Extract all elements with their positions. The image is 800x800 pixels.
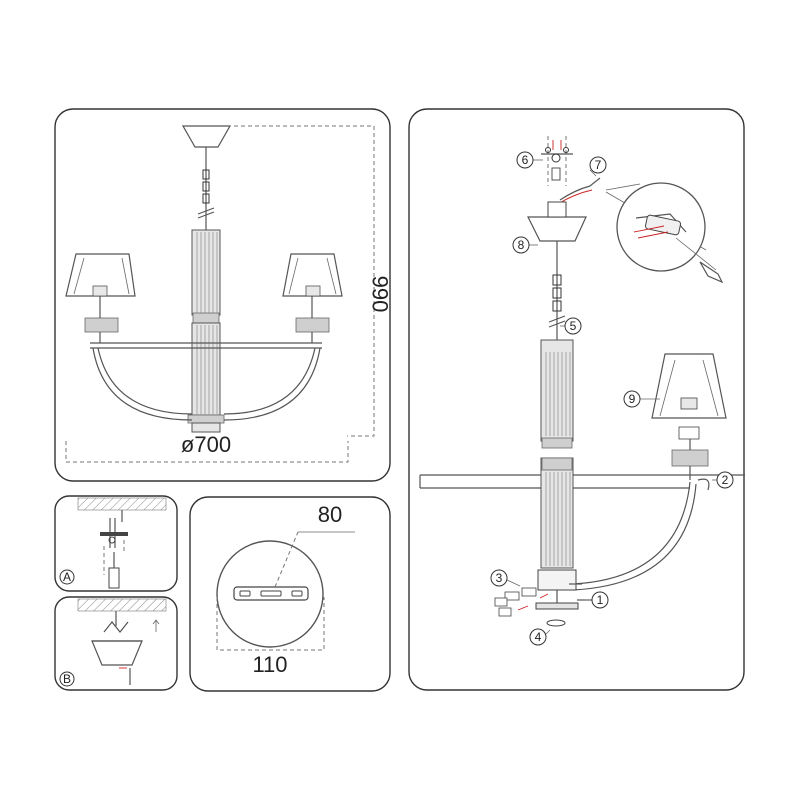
mounting-bracket (100, 532, 128, 536)
horizontal-arm (419, 474, 745, 489)
assembly-canopy (527, 216, 587, 242)
right-lamp (282, 253, 343, 343)
callout-3-label: 3 (496, 571, 503, 585)
step-b-label: B (63, 672, 71, 686)
ceiling-canopy (181, 125, 232, 148)
callout-4 (529, 628, 547, 646)
canopy-height-label: 80 (318, 502, 342, 527)
canopy-width-dimension (216, 597, 325, 651)
callout-2-label: 2 (722, 473, 729, 487)
callout-5 (564, 317, 582, 335)
overview-panel: 990 ø700 (54, 108, 393, 482)
step-b-badge (59, 671, 75, 687)
callout-3 (490, 569, 508, 587)
assembly-panel: 6 7 8 5 9 2 3 1 4 (408, 108, 745, 691)
height-dimension-line (234, 125, 375, 437)
callout-1 (591, 591, 609, 609)
callout-5-label: 5 (570, 319, 577, 333)
callout-7-label: 7 (595, 158, 602, 172)
height-label: 990 (368, 276, 393, 313)
left-lamp (65, 253, 136, 343)
callout-8-label: 8 (518, 238, 525, 252)
canopy-diameter-label: 110 (252, 652, 287, 677)
part-callouts: 6 7 8 5 9 2 3 1 4 (490, 151, 734, 646)
assembly-chain (548, 258, 566, 340)
assembly-lamp (651, 353, 727, 491)
terminal-block (644, 214, 682, 236)
canopy-dimensions-panel: 80 110 (189, 496, 391, 692)
suspension-chain (197, 147, 215, 230)
central-column (187, 229, 225, 433)
callout-6 (516, 151, 534, 169)
step-a-badge (59, 569, 75, 585)
diameter-dimension-line (65, 441, 349, 463)
callout-7 (589, 156, 607, 174)
mounting-screws (541, 136, 573, 186)
step-a-label: A (63, 570, 71, 584)
callout-9-label: 9 (629, 392, 636, 406)
step-b-panel: B (54, 596, 178, 691)
chandelier-frame (90, 342, 322, 421)
callout-9 (623, 390, 641, 408)
callout-2 (716, 471, 734, 489)
wire-connection (103, 621, 129, 633)
step-a-panel: A (54, 495, 178, 592)
assembly-column (540, 339, 574, 569)
supply-wires (559, 177, 601, 201)
diameter-label: ø700 (181, 432, 231, 457)
callout-4-label: 4 (535, 630, 542, 644)
overview-frame (54, 108, 391, 482)
callout-6-label: 6 (522, 153, 529, 167)
curved-arm (572, 481, 691, 585)
screwdriver-icon (108, 567, 120, 589)
callout-8 (512, 236, 530, 254)
callout-1-label: 1 (597, 593, 604, 607)
ceiling-hatch (77, 497, 167, 511)
